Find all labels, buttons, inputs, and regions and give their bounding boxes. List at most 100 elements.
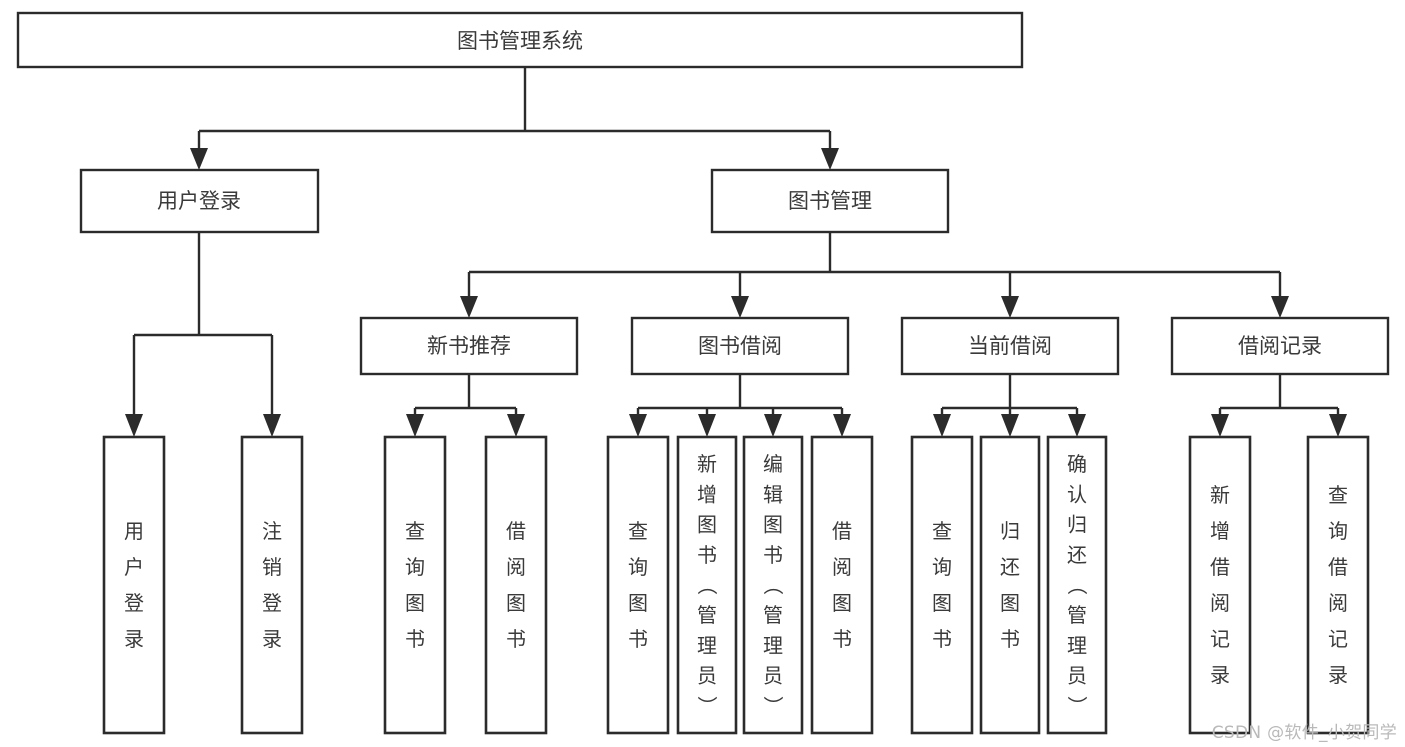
svg-text:管: 管: [697, 603, 717, 627]
svg-text:管: 管: [763, 603, 783, 627]
svg-text:）: ）: [1065, 696, 1089, 716]
svg-text:阅: 阅: [1210, 591, 1230, 615]
node-leaf-borrow-book-2-box[interactable]: [810, 435, 874, 735]
node-new-book-recommend-label: 新书推荐: [427, 334, 511, 358]
svg-text:询: 询: [628, 555, 648, 579]
node-leaf-edit-book-box[interactable]: [742, 435, 804, 735]
svg-text:理: 理: [1067, 633, 1087, 657]
svg-text:录: 录: [124, 627, 144, 651]
svg-text:书: 书: [763, 543, 783, 567]
svg-text:图: 图: [1000, 591, 1020, 615]
node-book-borrow-box[interactable]: [630, 316, 850, 376]
svg-text:理: 理: [763, 633, 783, 657]
svg-text:注: 注: [262, 519, 282, 543]
arrowhead-leaf-query-book-1: [406, 414, 424, 437]
svg-text:（: （: [695, 575, 719, 595]
node-leaf-confirm-return-box[interactable]: [1046, 435, 1108, 735]
node-book-manage-box[interactable]: [710, 168, 950, 234]
node-book-manage[interactable]: 图书管理: [710, 168, 950, 234]
svg-text:录: 录: [262, 627, 282, 651]
arrowhead-user-login: [190, 148, 208, 170]
connector-layer: [125, 67, 1347, 437]
svg-text:辑: 辑: [763, 482, 783, 506]
node-user-login-label: 用户登录: [157, 189, 241, 213]
node-user-login[interactable]: 用户登录: [79, 168, 320, 234]
node-user-login-box[interactable]: [79, 168, 320, 234]
node-layer: 图书管理系统 用户登录 图书管理 新书推荐 图书借阅 当前: [16, 11, 1390, 735]
svg-text:查: 查: [405, 519, 425, 543]
svg-text:销: 销: [262, 555, 282, 579]
node-new-book-recommend[interactable]: 新书推荐: [359, 316, 579, 376]
node-leaf-return-book-box[interactable]: [979, 435, 1041, 735]
node-book-borrow[interactable]: 图书借阅: [630, 316, 850, 376]
arrowhead-book-borrow: [731, 296, 749, 318]
arrowhead-leaf-edit-book: [764, 414, 782, 437]
svg-text:增: 增: [697, 482, 717, 506]
svg-text:还: 还: [1000, 555, 1020, 579]
arrowhead-leaf-query-record: [1329, 414, 1347, 437]
node-current-borrow[interactable]: 当前借阅: [900, 316, 1120, 376]
svg-text:借: 借: [1328, 555, 1348, 579]
node-leaf-user-login[interactable]: 用户登录: [102, 435, 166, 735]
arrowhead-leaf-add-book: [698, 414, 716, 437]
node-root-box[interactable]: [16, 11, 1024, 69]
node-leaf-borrow-book-1-box[interactable]: [484, 435, 548, 735]
svg-text:阅: 阅: [506, 555, 526, 579]
svg-text:书: 书: [1000, 627, 1020, 651]
node-new-book-recommend-box[interactable]: [359, 316, 579, 376]
node-root[interactable]: 图书管理系统: [16, 11, 1024, 69]
svg-text:询: 询: [932, 555, 952, 579]
node-current-borrow-box[interactable]: [900, 316, 1120, 376]
node-current-borrow-label: 当前借阅: [968, 334, 1052, 358]
node-leaf-user-login-box[interactable]: [102, 435, 166, 735]
node-leaf-logout-box[interactable]: [240, 435, 304, 735]
node-borrow-record-label: 借阅记录: [1238, 334, 1322, 358]
node-leaf-add-record-box[interactable]: [1188, 435, 1252, 735]
arrowhead-leaf-borrow-book-1: [507, 414, 525, 437]
node-book-borrow-label: 图书借阅: [698, 334, 782, 358]
svg-text:新: 新: [1210, 483, 1230, 507]
node-borrow-record[interactable]: 借阅记录: [1170, 316, 1390, 376]
node-leaf-query-book-1-box[interactable]: [383, 435, 447, 735]
arrowhead-current-borrow: [1001, 296, 1019, 318]
node-leaf-user-login-label: 用户登录: [124, 519, 144, 651]
node-leaf-add-book-box[interactable]: [676, 435, 738, 735]
svg-text:（: （: [1065, 575, 1089, 595]
node-leaf-query-book-2-box[interactable]: [606, 435, 670, 735]
arrowhead-book-manage: [821, 148, 839, 170]
svg-text:编: 编: [763, 452, 783, 476]
svg-text:图: 图: [832, 591, 852, 615]
svg-text:管: 管: [1067, 603, 1087, 627]
svg-text:查: 查: [1328, 483, 1348, 507]
arrowhead-leaf-query-book-3: [933, 414, 951, 437]
svg-text:员: 员: [697, 664, 717, 688]
svg-text:记: 记: [1328, 627, 1348, 651]
node-leaf-query-book-3-box[interactable]: [910, 435, 974, 735]
svg-text:还: 还: [1067, 543, 1087, 567]
node-leaf-query-record-box[interactable]: [1306, 435, 1370, 735]
svg-text:记: 记: [1210, 627, 1230, 651]
svg-text:书: 书: [697, 543, 717, 567]
svg-text:）: ）: [761, 696, 785, 716]
node-borrow-record-box[interactable]: [1170, 316, 1390, 376]
svg-text:）: ）: [695, 696, 719, 716]
svg-text:归: 归: [1000, 519, 1020, 543]
svg-text:认: 认: [1067, 482, 1087, 506]
